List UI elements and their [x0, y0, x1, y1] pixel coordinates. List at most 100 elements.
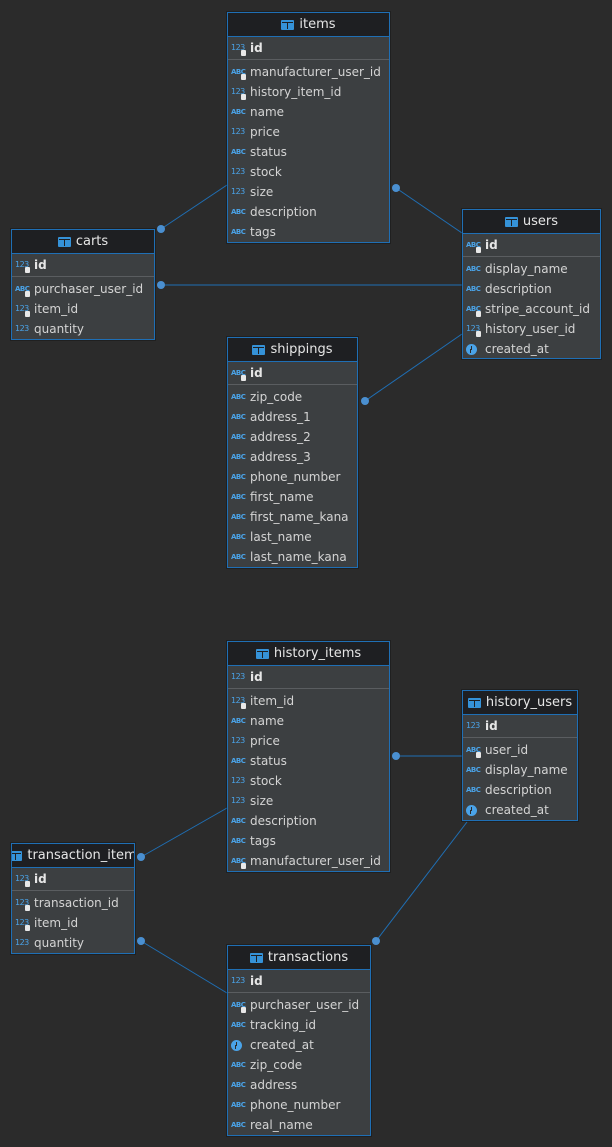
table-header[interactable]: transaction_item [12, 844, 134, 868]
table-header[interactable]: history_items [228, 642, 389, 666]
column-name: created_at [485, 342, 549, 356]
text-type-icon: ABC [231, 716, 246, 725]
numeric-type-icon: 123 [231, 776, 245, 785]
column-name: history_item_id [250, 85, 342, 99]
column-row[interactable]: created_at [228, 1035, 370, 1055]
text-type-icon: ABC [466, 305, 483, 317]
text-type-icon: ABC [231, 1100, 246, 1109]
column-row[interactable]: created_at [463, 339, 600, 359]
text-type-icon: ABC [231, 227, 246, 236]
text-type-icon: ABC [231, 369, 248, 381]
column-name: stock [250, 165, 282, 179]
column-name: address_2 [250, 430, 311, 444]
table-header[interactable]: items [228, 13, 389, 37]
column-name: id [34, 872, 47, 886]
column-name: first_name [250, 490, 314, 504]
table-header[interactable]: transactions [228, 946, 370, 970]
column-name: created_at [485, 803, 549, 817]
column-name: id [250, 974, 263, 988]
column-row[interactable]: created_at [463, 800, 577, 820]
text-type-icon: ABC [231, 452, 246, 461]
connector-dot [157, 281, 165, 289]
numeric-type-icon: 123 [231, 187, 245, 196]
link-transactionitem-historyitems [140, 807, 228, 858]
text-type-icon: ABC [231, 1020, 246, 1029]
table-header[interactable]: shippings [228, 338, 357, 362]
table-header[interactable]: carts [12, 230, 154, 254]
key-icon [241, 862, 246, 869]
table-header[interactable]: users [463, 210, 600, 234]
key-icon [241, 94, 246, 100]
numeric-type-icon: 123 [231, 736, 245, 745]
column-name: zip_code [250, 1058, 303, 1072]
text-type-icon: ABC [231, 147, 246, 156]
column-name: tags [250, 834, 276, 848]
table-title: history_users [485, 695, 573, 710]
table-header[interactable]: history_users [463, 691, 577, 715]
